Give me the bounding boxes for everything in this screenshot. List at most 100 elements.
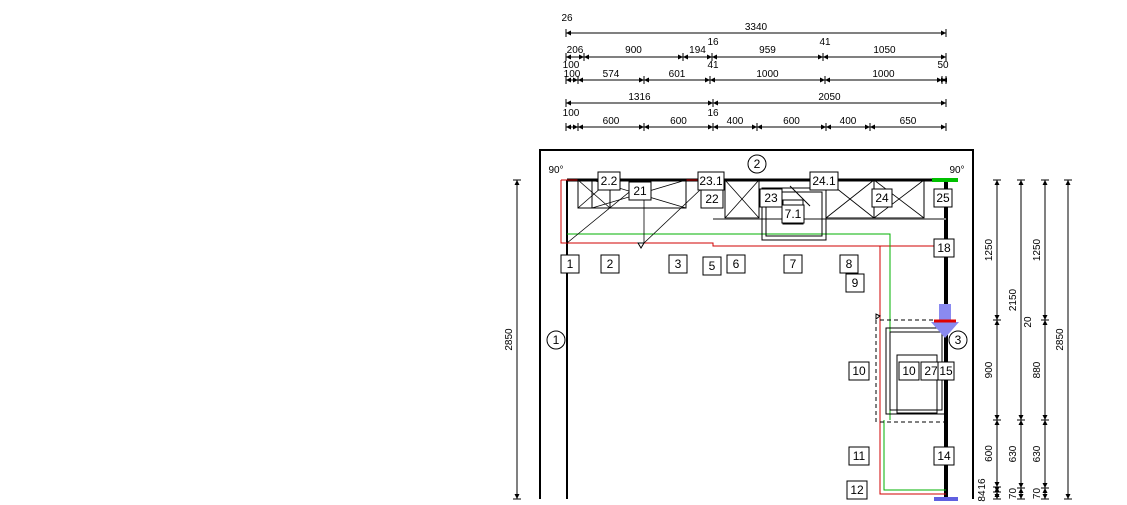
dim-arrow: [644, 77, 649, 83]
dim-label: 2850: [1055, 328, 1066, 351]
dim-label: 70: [1008, 488, 1019, 500]
cabinet-label: 5: [709, 259, 716, 273]
dim-label: 1000: [872, 69, 895, 80]
dim-arrow: [566, 124, 571, 130]
dim-label: 650: [900, 116, 917, 127]
dim-arrow: [1018, 488, 1024, 493]
dim-label: 84: [977, 490, 988, 502]
dim-arrow: [644, 124, 649, 130]
cabinet-label: 12: [850, 483, 864, 497]
appliance-label-box: [597, 171, 621, 191]
plinth-line-green-side: [883, 420, 946, 491]
cabinet-label: 1: [567, 257, 574, 271]
sink-outline: [761, 187, 827, 241]
dim-label: 1250: [984, 238, 995, 261]
dim-arrow: [713, 124, 718, 130]
dim-arrow: [1042, 483, 1048, 488]
dim-offset: 50: [937, 60, 949, 71]
dim-arrow: [994, 487, 1000, 492]
dim-offset: 100: [563, 108, 580, 119]
dim-label: 600: [603, 116, 620, 127]
dim-arrow: [752, 124, 757, 130]
cabinet-label-box: [668, 254, 688, 274]
dim-arrow: [713, 100, 718, 106]
dim-arrow: [566, 54, 571, 60]
dim-label: 2050: [818, 92, 841, 103]
dim-label: 880: [1032, 361, 1043, 378]
dim-arrow: [578, 124, 583, 130]
wall-marker-label: 1: [553, 333, 560, 347]
appliance-label-box: [933, 188, 953, 208]
dim-arrow: [708, 100, 713, 106]
faucet: [789, 185, 811, 207]
cabinet-label-box: [933, 238, 955, 258]
cabinet-label: 9: [852, 276, 859, 290]
dim-arrow: [566, 100, 571, 106]
appliance-label: 7.1: [785, 207, 802, 221]
cabinet-label-box: [600, 254, 620, 274]
dim-arrow: [683, 54, 688, 60]
appliance-label-box: [781, 204, 805, 224]
cabinet-label: 3: [675, 257, 682, 271]
dim-arrow: [818, 54, 823, 60]
dim-arrow: [1042, 320, 1048, 325]
dim-arrow: [823, 54, 828, 60]
dim-label: 100: [564, 69, 581, 80]
dim-arrow: [1018, 180, 1024, 185]
dim-label: 3340: [745, 22, 768, 33]
worktop-line-red: [560, 180, 946, 247]
room-outline: [539, 149, 974, 499]
dim-arrow: [1065, 180, 1071, 185]
appliance-label-box: [898, 361, 920, 381]
dim-label: 20: [1023, 316, 1034, 328]
dim-arrow: [826, 124, 831, 130]
dim-label: 600: [984, 445, 995, 462]
dim-label: 2850: [504, 328, 515, 351]
dim-arrow: [937, 77, 942, 83]
dim-arrow: [994, 315, 1000, 320]
dim-label: 630: [1032, 445, 1043, 462]
dim-arrow: [942, 77, 947, 83]
dim-arrow: [639, 77, 644, 83]
dim-offset: 16: [707, 37, 719, 48]
dim-label: 1050: [873, 45, 896, 56]
dim-arrow: [712, 54, 717, 60]
appliance-label: 24: [875, 191, 889, 205]
dim-offset: 26: [561, 13, 573, 24]
dim-arrow: [994, 420, 1000, 425]
dim-label: 1250: [1032, 238, 1043, 261]
dim-label: 600: [783, 116, 800, 127]
dim-label: 1316: [628, 92, 651, 103]
wall-unit: [591, 179, 687, 209]
dim-offset: 41: [819, 37, 831, 48]
appliance-label: 23.1: [699, 174, 723, 188]
dim-arrow: [1042, 494, 1048, 499]
dim-arrow: [821, 124, 826, 130]
appliance-label: 10: [902, 364, 916, 378]
dim-arrow: [566, 77, 571, 83]
dim-arrow: [994, 320, 1000, 325]
marker-triangle: [637, 242, 645, 249]
dim-arrow: [1018, 415, 1024, 420]
wall-marker: [948, 330, 968, 350]
dim-arrow: [678, 54, 683, 60]
appliance-label: 27: [924, 364, 938, 378]
dim-arrow: [994, 482, 1000, 487]
cabinet-label-box: [839, 254, 859, 274]
cabinet-label-box: [560, 254, 580, 274]
dim-arrow: [573, 124, 578, 130]
dim-arrow: [708, 124, 713, 130]
wall-unit-diag: [825, 179, 875, 219]
dim-arrow: [757, 124, 762, 130]
appliance-label-box: [871, 188, 893, 208]
dim-arrow: [705, 77, 710, 83]
dim-label: 900: [984, 361, 995, 378]
dim-arrow: [1042, 415, 1048, 420]
dim-arrow: [639, 124, 644, 130]
wall-marker: [546, 330, 566, 350]
appliance-label: 24.1: [812, 174, 836, 188]
dim-arrow: [1042, 180, 1048, 185]
appliance-label-box: [809, 171, 839, 191]
dim-arrow: [820, 77, 825, 83]
dim-arrow: [994, 415, 1000, 420]
